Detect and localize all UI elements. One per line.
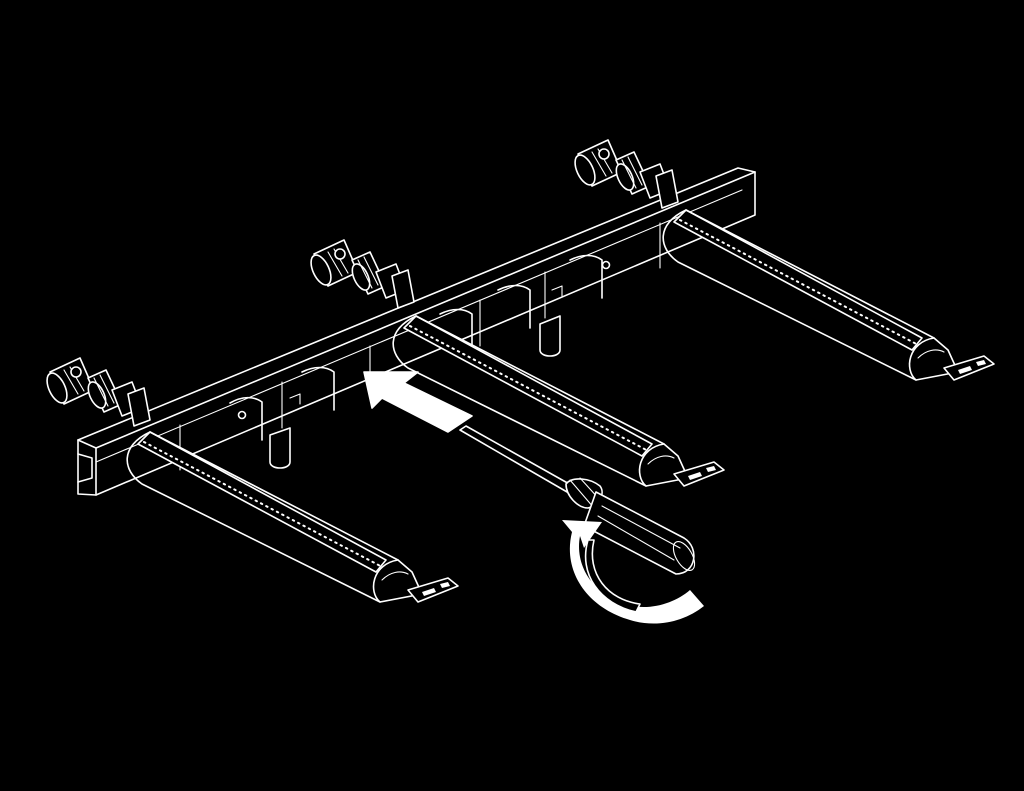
screwdriver-icon: [459, 425, 696, 575]
rotate-arrow-icon: [562, 520, 704, 624]
burner-tube-left: [126, 431, 459, 603]
valve-right: [570, 139, 679, 209]
insert-arrow-icon: [363, 371, 473, 433]
valve-left: [42, 357, 151, 427]
burner-tube-right: [662, 209, 995, 381]
valve-middle: [306, 239, 415, 309]
